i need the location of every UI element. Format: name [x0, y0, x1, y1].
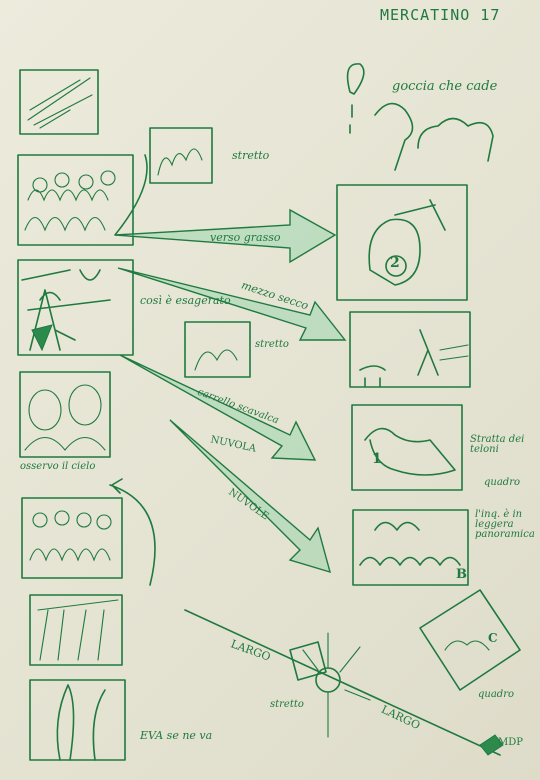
right-frame-1: [351, 404, 463, 491]
left-frame-6: [29, 594, 123, 666]
tilted-frame-C: [419, 589, 521, 691]
note-inquadratura: l'inq. è in leggera panoramica: [475, 509, 535, 540]
left-frame-4: [19, 371, 111, 458]
frame-letter-B: B: [456, 567, 467, 582]
note-quadro-bottom: quadro: [478, 689, 515, 700]
note-quadro-right: quadro: [484, 477, 521, 488]
page-title: MERCATINO 17: [380, 6, 501, 24]
left-frame-3: [17, 259, 134, 356]
note-cosi-esagerato: così è esagerato: [140, 294, 231, 307]
frame-letter-C: C: [488, 631, 498, 645]
small-frame-mid: [184, 321, 251, 378]
right-frame-2: [336, 184, 468, 301]
frame-number-ring-2: [385, 255, 407, 277]
right-frame-B: [352, 509, 469, 586]
arrow-verso-grasso: [114, 208, 337, 264]
arrow-mezzo-secco: [117, 267, 347, 341]
arrow-nuvole: [169, 419, 332, 574]
note-verso-grasso: verso grasso: [210, 231, 281, 244]
left-frame-1: [19, 69, 99, 135]
note-osservo-il-cielo: osservo il cielo: [20, 461, 96, 472]
note-stretto-bottom: stretto: [270, 699, 304, 710]
note-eva-se-ne-va: EVA se ne va: [140, 729, 213, 742]
note-stretto-top: stretto: [232, 149, 270, 162]
left-frame-5: [21, 497, 123, 579]
curve-arrow-left: [109, 478, 156, 586]
drop-sketch: [346, 63, 494, 171]
left-frame-2: [17, 154, 134, 246]
note-stratta-dei-teloni: Stratta dei teloni: [470, 434, 525, 455]
curve-arrow-top: [114, 154, 148, 236]
left-frame-7: [29, 679, 126, 761]
frame-number-2: 2: [390, 255, 400, 271]
note-stretto-mid: stretto: [255, 339, 289, 350]
right-frame-dog: [349, 311, 471, 388]
arrow-carrello: [119, 354, 317, 461]
small-frame-top: [149, 127, 213, 184]
frame-number-1: 1: [372, 451, 382, 467]
lens-diagram: [184, 609, 504, 756]
note-goccia-che-cade: goccia che cade: [392, 79, 498, 94]
note-mdp: MDP: [498, 737, 523, 748]
